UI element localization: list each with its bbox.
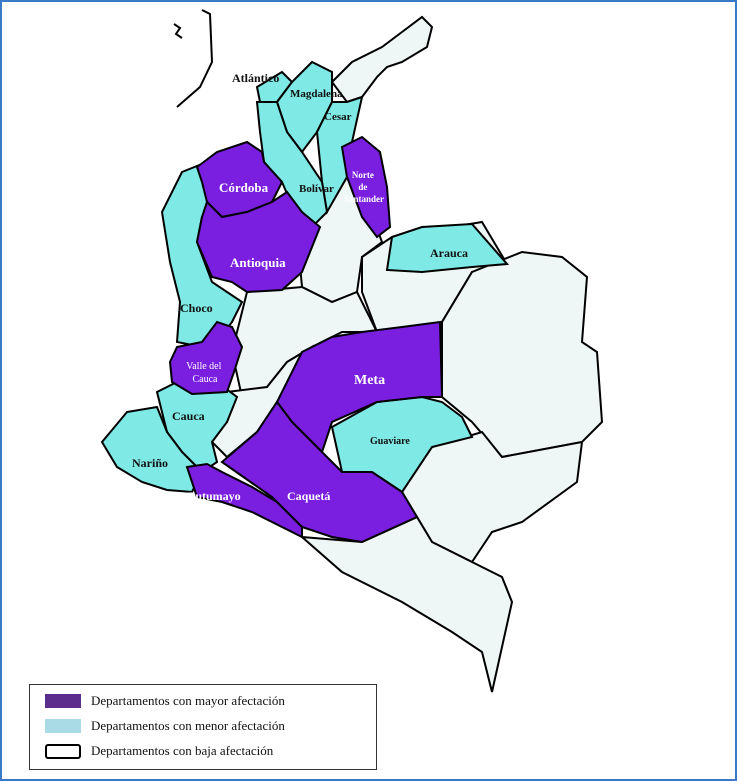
region-caqueta <box>220 400 419 544</box>
label-atlantico: Atlántico <box>232 71 279 85</box>
label-cauca: Cauca <box>172 409 205 423</box>
label-norte-line-1: Norte <box>352 170 374 180</box>
legend-label-mayor: Departamentos con mayor afectación <box>91 693 285 708</box>
region-putumayo <box>185 462 303 539</box>
label-choco: Choco <box>180 301 213 315</box>
panama-border <box>176 9 214 108</box>
region-antioquia <box>195 190 322 294</box>
label-guaviare: Guaviare <box>370 436 410 447</box>
region-la-guajira <box>330 15 434 104</box>
label-antioquia: Antioquia <box>230 255 286 270</box>
legend-swatch-menor <box>45 719 81 733</box>
region-cordoba <box>195 140 284 219</box>
label-arauca: Arauca <box>430 246 468 260</box>
label-putumayo: Putumayo <box>188 489 241 503</box>
map-legend: Departamentos con mayor afectación Depar… <box>29 684 377 770</box>
label-valle-del-cauca: Valle del Cauca <box>186 361 224 385</box>
label-magdalena: Magdalena <box>290 88 343 100</box>
legend-label-menor: Departamentos con menor afectación <box>91 718 285 733</box>
label-valle-line-2: Cauca <box>193 374 219 385</box>
legend-label-baja: Departamentos con baja afectación <box>91 743 274 758</box>
label-meta: Meta <box>354 373 385 388</box>
island-mark <box>173 23 183 39</box>
label-norte-de-santander: Norte de Santander <box>344 170 384 204</box>
region-norte-de-santander <box>340 135 392 239</box>
region-arauca <box>385 222 510 274</box>
label-valle-line-1: Valle del <box>186 361 221 372</box>
legend-row-mayor: Departamentos con mayor afectación <box>45 691 285 711</box>
label-bolivar: Bolívar <box>299 183 334 195</box>
region-valle-del-cauca <box>168 320 244 396</box>
label-cesar: Cesar <box>324 111 352 123</box>
region-baja-vichada <box>441 250 604 459</box>
label-narino: Nariño <box>132 456 168 470</box>
legend-row-baja: Departamentos con baja afectación <box>45 741 273 761</box>
legend-row-menor: Departamentos con menor afectación <box>45 716 285 736</box>
label-norte-line-3: Santander <box>344 194 384 204</box>
label-cordoba: Córdoba <box>219 180 269 195</box>
legend-swatch-baja <box>45 743 81 759</box>
label-norte-line-2: de <box>358 182 367 192</box>
legend-swatch-mayor <box>45 694 81 708</box>
label-caqueta: Caquetá <box>287 489 330 503</box>
